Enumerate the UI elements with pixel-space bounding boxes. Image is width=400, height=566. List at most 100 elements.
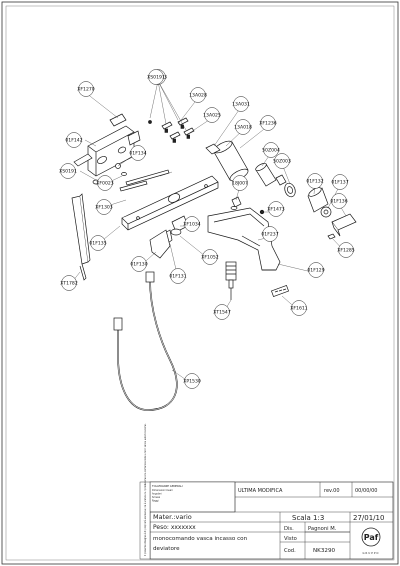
drawing-date: 27/01/10 [353,514,384,522]
callout-xs0191: XS0191 [59,163,77,179]
description-line-2: deviatore [153,546,180,552]
scale: Scala 1:3 [292,514,324,522]
callout-label: XP1530 [183,379,201,385]
screw [327,233,336,240]
company-logo: Paf GRUPPO [361,527,381,555]
callout-label: 01F130 [130,262,147,268]
sleeve [255,162,287,187]
checked-label: Visto [284,536,297,542]
callout-label: 01F134 [129,151,146,157]
callout-label: 18J007 [232,181,248,187]
callout-label: XF1285 [337,248,355,254]
revision-label: ULTIMA MODIFICA [238,488,283,494]
callout-xf1303: XF1303 [95,199,113,215]
callout-label: XT1547 [213,310,231,316]
callout-label: 01F142 [65,138,82,144]
callout-xs0191: XS0191 [147,69,165,85]
leader-lines [68,80,347,385]
callout-label: XF1052 [201,255,219,261]
title-block: TOLLERANZE GENERALI Dimensioni lineari A… [139,423,394,560]
callout-label: XF1473 [267,207,285,213]
revision-number: rev.00 [324,488,340,494]
tolerance-line: Smussi [152,496,161,499]
tolerance-line: Raggi [152,500,159,503]
callout-18j007: 18J007 [232,175,248,191]
callout-label: 01F137 [331,180,348,186]
callout-50z003: 50Z003 [273,153,291,169]
callout-label: XF1303 [95,205,113,211]
wall-plate [121,175,219,231]
callout-label: 13A018 [234,125,252,131]
callout-01f131: 01F131 [169,268,187,284]
tolerance-line: Dimensioni lineari [152,489,173,492]
callout-01f237: 01F237 [261,226,279,242]
drawn-by: Pagnoni M. [308,526,337,532]
callout-label: 13A025 [203,113,221,119]
callout-01f135: 01F135 [89,235,107,251]
callout-01f130: 01F130 [130,256,148,272]
lever [331,213,357,237]
callout-label: XF0023 [96,181,114,187]
callout-50z004: 50Z004 [262,142,280,158]
callout-01f132: 01F132 [306,173,324,189]
cartridge [205,140,249,182]
valve-body [73,113,141,177]
callout-label: XT1782 [60,281,78,287]
callout-01f142: 01F142 [65,132,83,148]
callout-label: XS0191 [59,169,77,175]
material: Mater.:vario [153,513,192,521]
callout-label: XF1236 [259,121,277,127]
callout-label: XF1270 [77,87,95,93]
svg-text:GRUPPO: GRUPPO [363,551,380,555]
description-line-1: monocomando vasca incasso con [153,536,248,542]
callout-xp1530: XP1530 [183,373,201,389]
callout-xf1270: XF1270 [77,81,95,97]
shower-holder [149,229,171,259]
callout-label: XS0191 [147,75,165,81]
code-label: Cod. [284,548,296,554]
callout-label: 01F237 [261,232,278,238]
hand-shower [71,193,91,281]
callout-01f129: 01F129 [307,262,325,278]
diverter-cartridge [225,261,237,300]
shower-hose [113,271,178,411]
callout-xf1236: XF1236 [259,115,277,131]
callout-label: 50Z004 [262,148,280,154]
revision-date: 00/00/00 [355,488,377,494]
callout-xf1034: XF1034 [183,216,201,232]
callout-xt1782: XT1782 [60,275,78,291]
callout-label: 01F129 [307,268,324,274]
weight: Peso: xxxxxxx [153,524,196,531]
callout-13a028: 13A028 [189,87,207,103]
exploded-parts [71,113,357,411]
callout-label: 01F131 [169,274,186,280]
callout-xf1473: XF1473 [267,201,285,217]
drawn-label: Dis. [284,526,294,532]
callout-xf0023: XF0023 [96,175,114,191]
aerator [271,284,289,298]
callout-01f136: 01F136 [330,193,348,209]
callout-13a025: 13A025 [203,107,221,123]
bolt-set [148,117,195,143]
drawing-code: NK3290 [313,548,336,554]
callout-xt1547: XT1547 [213,304,231,320]
callout-label: 13A028 [189,93,207,99]
callout-label: 13A031 [232,102,250,108]
svg-text:Paf: Paf [364,533,379,542]
set-screw [231,196,242,208]
inner-border [5,5,395,561]
callout-01f134: 01F134 [129,145,147,161]
callout-13a031: 13A031 [232,96,250,112]
part-callouts: XS097313A02813A02513A031XF127001F142XF12… [59,69,355,389]
tolerance-header: TOLLERANZE GENERALI [152,484,183,488]
callout-label: 50Z003 [273,159,291,165]
callout-label: 01F135 [89,241,106,247]
callout-01f137: 01F137 [331,174,349,190]
callout-label: XF1034 [183,222,201,228]
tolerance-line: Angolari [152,493,162,496]
callout-xf1611: XF1611 [290,300,308,316]
handle-knob [307,187,332,218]
callout-13a018: 13A018 [234,119,252,135]
